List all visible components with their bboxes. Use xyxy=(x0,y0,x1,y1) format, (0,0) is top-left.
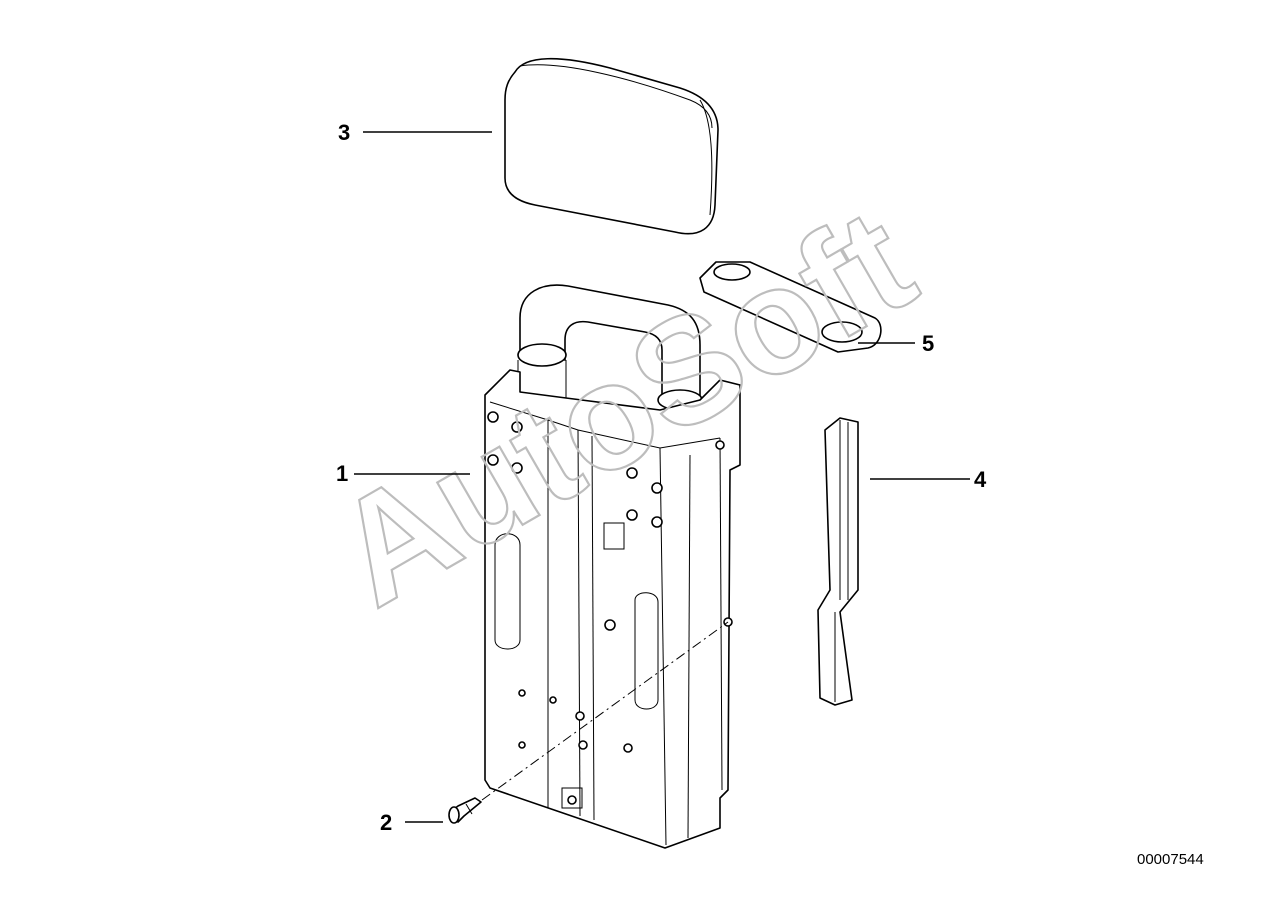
callout-4: 4 xyxy=(974,467,987,492)
bolt-part xyxy=(448,797,482,824)
callout-5: 5 xyxy=(922,331,934,356)
guide-housing-part xyxy=(484,369,741,849)
callout-1: 1 xyxy=(336,461,348,486)
headrest-cushion-part xyxy=(504,57,719,235)
cover-plate-part xyxy=(699,261,882,353)
document-id: 00007544 xyxy=(1137,851,1204,868)
callout-2: 2 xyxy=(380,810,392,835)
callout-3: 3 xyxy=(338,120,350,145)
guide-strip-part xyxy=(817,417,859,706)
